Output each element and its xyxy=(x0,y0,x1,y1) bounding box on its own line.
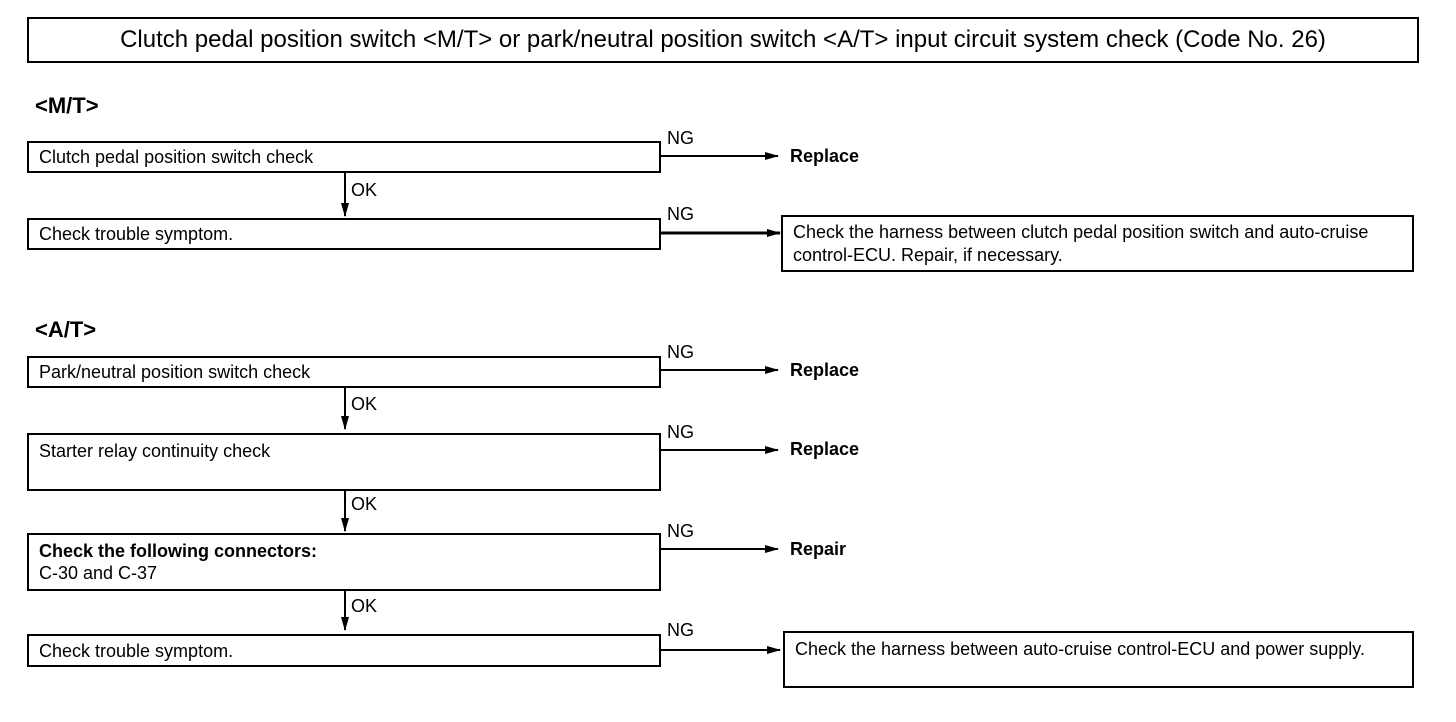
mt-step2-ng-result: Check the harness between clutch pedal p… xyxy=(793,222,1369,265)
at-ok1-label: OK xyxy=(351,394,378,414)
at-step2-ng-result: Replace xyxy=(790,439,860,459)
at-step4-ng-result: Check the harness between auto-cruise co… xyxy=(795,639,1365,659)
mt-step2-ng-label: NG xyxy=(667,204,694,224)
mt-ok1-label: OK xyxy=(351,180,378,200)
at-step2-ng-label: NG xyxy=(667,422,694,442)
at-step1-label: Park/neutral position switch check xyxy=(39,362,311,382)
at-ok3-label: OK xyxy=(351,596,378,616)
mt-step2-label: Check trouble symptom. xyxy=(39,224,234,244)
at-step3-ng-result: Repair xyxy=(790,539,847,559)
at-ok2-label: OK xyxy=(351,494,378,514)
mt-step1-box: Clutch pedal position switch check xyxy=(27,141,661,173)
mt-section-heading: <M/T> xyxy=(35,93,99,118)
at-step1-ng-label: NG xyxy=(667,342,694,362)
mt-step2-ng-result-box: Check the harness between clutch pedal p… xyxy=(781,215,1414,272)
mt-step2-box: Check trouble symptom. xyxy=(27,218,661,250)
at-step4-box: Check trouble symptom. xyxy=(27,634,661,667)
at-step4-label: Check trouble symptom. xyxy=(39,641,234,661)
at-step2-label: Starter relay continuity check xyxy=(39,441,271,461)
at-step1-box: Park/neutral position switch check xyxy=(27,356,661,388)
at-step1-ng-result: Replace xyxy=(790,360,860,380)
diagram-title: Clutch pedal position switch <M/T> or pa… xyxy=(27,17,1419,63)
at-step4-ng-label: NG xyxy=(667,620,694,640)
mt-step1-ng-result: Replace xyxy=(790,146,860,166)
mt-step1-ng-label: NG xyxy=(667,128,694,148)
mt-step1-label: Clutch pedal position switch check xyxy=(39,147,314,167)
at-step2-box: Starter relay continuity check xyxy=(27,433,661,491)
at-step3-ng-label: NG xyxy=(667,521,694,541)
at-step4-ng-result-box: Check the harness between auto-cruise co… xyxy=(783,631,1414,688)
at-step3-title: Check the following connectors: xyxy=(39,541,318,561)
at-section-heading: <A/T> xyxy=(35,317,97,342)
at-step3-box: Check the following connectors: C-30 and… xyxy=(27,533,661,591)
at-step3-detail: C-30 and C-37 xyxy=(39,563,158,583)
